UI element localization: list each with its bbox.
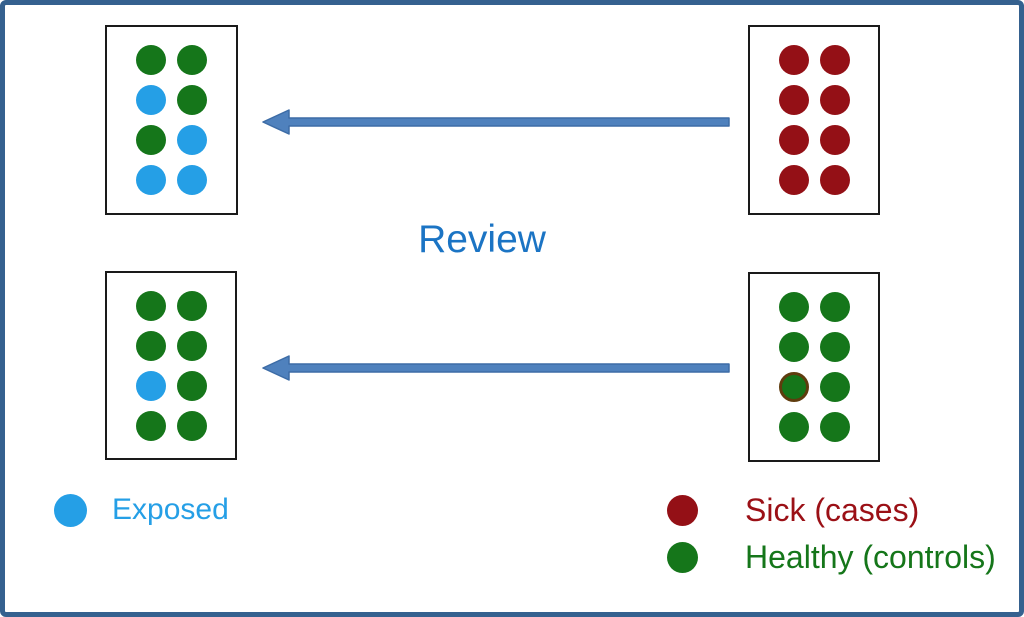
dot-dark-red [778,125,809,155]
dot-blue [136,165,166,195]
dot-green [778,412,809,442]
dot-green [136,125,166,155]
dot-blue [177,125,207,155]
dot-green [177,85,207,115]
dot-group-top-left [105,25,238,215]
legend-label-sick: Sick (cases) [745,492,920,528]
dot-green [819,292,850,322]
dot-dark-red [819,125,850,155]
review-label: Review [418,218,546,261]
dot-green [135,411,166,441]
dot-green [176,331,207,361]
dot-green [136,45,166,75]
dot-green [819,372,850,402]
healthy-dot-icon [667,542,698,573]
legend-row-exposed: Exposed [54,493,229,527]
dot-green [176,411,207,441]
dot-dark-red [778,165,809,195]
dot-blue [135,371,166,401]
legend-row-sick: Sick (cases) [667,492,919,529]
dot-green [135,331,166,361]
dot-group-bottom-left [105,271,237,460]
arrow-left-icon [262,355,730,381]
dot-dark-red [819,45,850,75]
dot-green [135,291,166,321]
left-arrow-bottom [262,355,730,381]
dot-dark-red [778,45,809,75]
sick-dot-icon [667,495,698,526]
exposed-dot-icon [54,493,87,527]
dot-green [778,332,809,362]
arrow-left-icon [262,109,730,135]
dot-group-top-right [748,25,880,215]
dot-blue [177,165,207,195]
dot-blue [136,85,166,115]
dot-green [819,412,850,442]
legend-label-exposed: Exposed [112,493,229,526]
legend-label-healthy: Healthy (controls) [745,539,996,575]
legend-row-healthy: Healthy (controls) [667,539,996,576]
dot-green [176,291,207,321]
dot-dark-red [778,85,809,115]
dot-green-ringed [778,372,809,402]
dot-green [778,292,809,322]
dot-dark-red [819,165,850,195]
dot-green [177,45,207,75]
dot-dark-red [819,85,850,115]
dot-group-bottom-right [748,272,880,462]
left-arrow-top [262,109,730,135]
dot-green [819,332,850,362]
dot-green [176,371,207,401]
